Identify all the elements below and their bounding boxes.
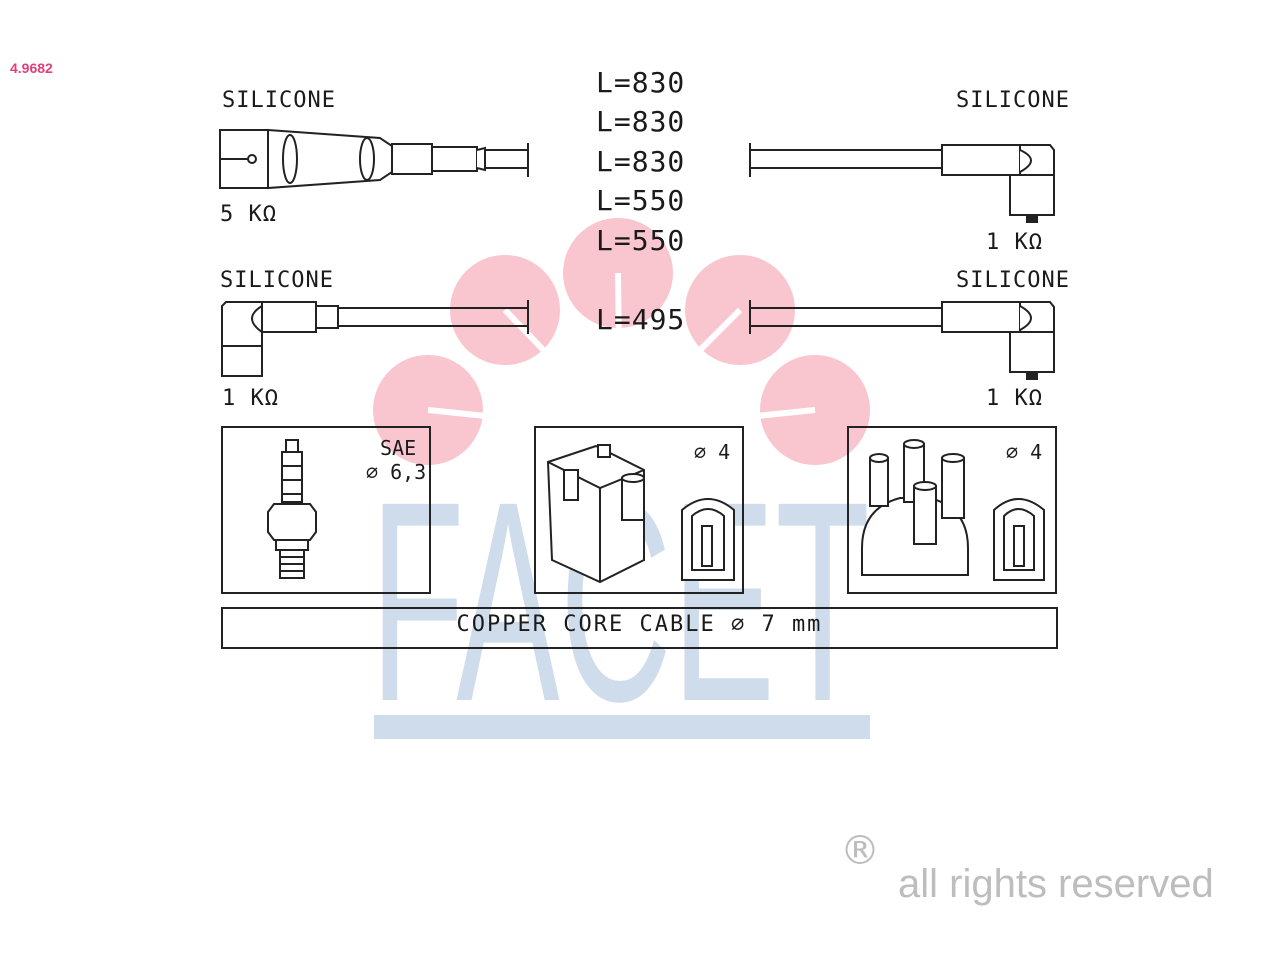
ignition-coil-icon	[546, 444, 735, 584]
mid-left-material: SILICONE	[220, 268, 334, 293]
length-1: L=830	[596, 66, 686, 99]
straight-boot-top-left	[219, 128, 529, 190]
coil-diameter: ⌀ 4	[694, 440, 731, 464]
mid-left-resistance: 1 KΩ	[222, 386, 279, 411]
part-number: 4.9682	[10, 60, 53, 76]
spark-plug-standard: SAE	[380, 436, 417, 460]
coil-box	[534, 426, 744, 594]
length-2: L=830	[596, 105, 686, 138]
length-3: L=830	[596, 145, 686, 178]
mid-right-resistance: 1 KΩ	[986, 386, 1043, 411]
distributor-box	[847, 426, 1057, 594]
spark-plug-icon	[267, 439, 317, 579]
length-4: L=550	[596, 184, 686, 217]
mid-right-material: SILICONE	[956, 268, 1070, 293]
spark-plug-box	[221, 426, 431, 594]
distributor-diameter: ⌀ 4	[1006, 440, 1043, 464]
top-left-material: SILICONE	[222, 88, 336, 113]
angled-boot-mid-right	[749, 300, 1055, 380]
rights-notice: all rights reserved	[898, 862, 1214, 906]
top-right-material: SILICONE	[956, 88, 1070, 113]
spark-plug-diameter: ⌀ 6,3	[366, 460, 427, 484]
angled-boot-top-right	[749, 143, 1055, 223]
angled-boot-mid-left	[221, 300, 529, 377]
length-5: L=550	[596, 224, 686, 257]
registered-trademark-symbol: ®	[840, 828, 880, 874]
top-right-resistance: 1 KΩ	[986, 230, 1043, 255]
top-left-resistance: 5 KΩ	[220, 202, 277, 227]
cable-spec: COPPER CORE CABLE ⌀ 7 mm	[456, 612, 823, 637]
distributor-cap-icon	[861, 439, 1045, 581]
cable-box	[221, 607, 1058, 649]
length-6: L=495	[596, 303, 686, 336]
